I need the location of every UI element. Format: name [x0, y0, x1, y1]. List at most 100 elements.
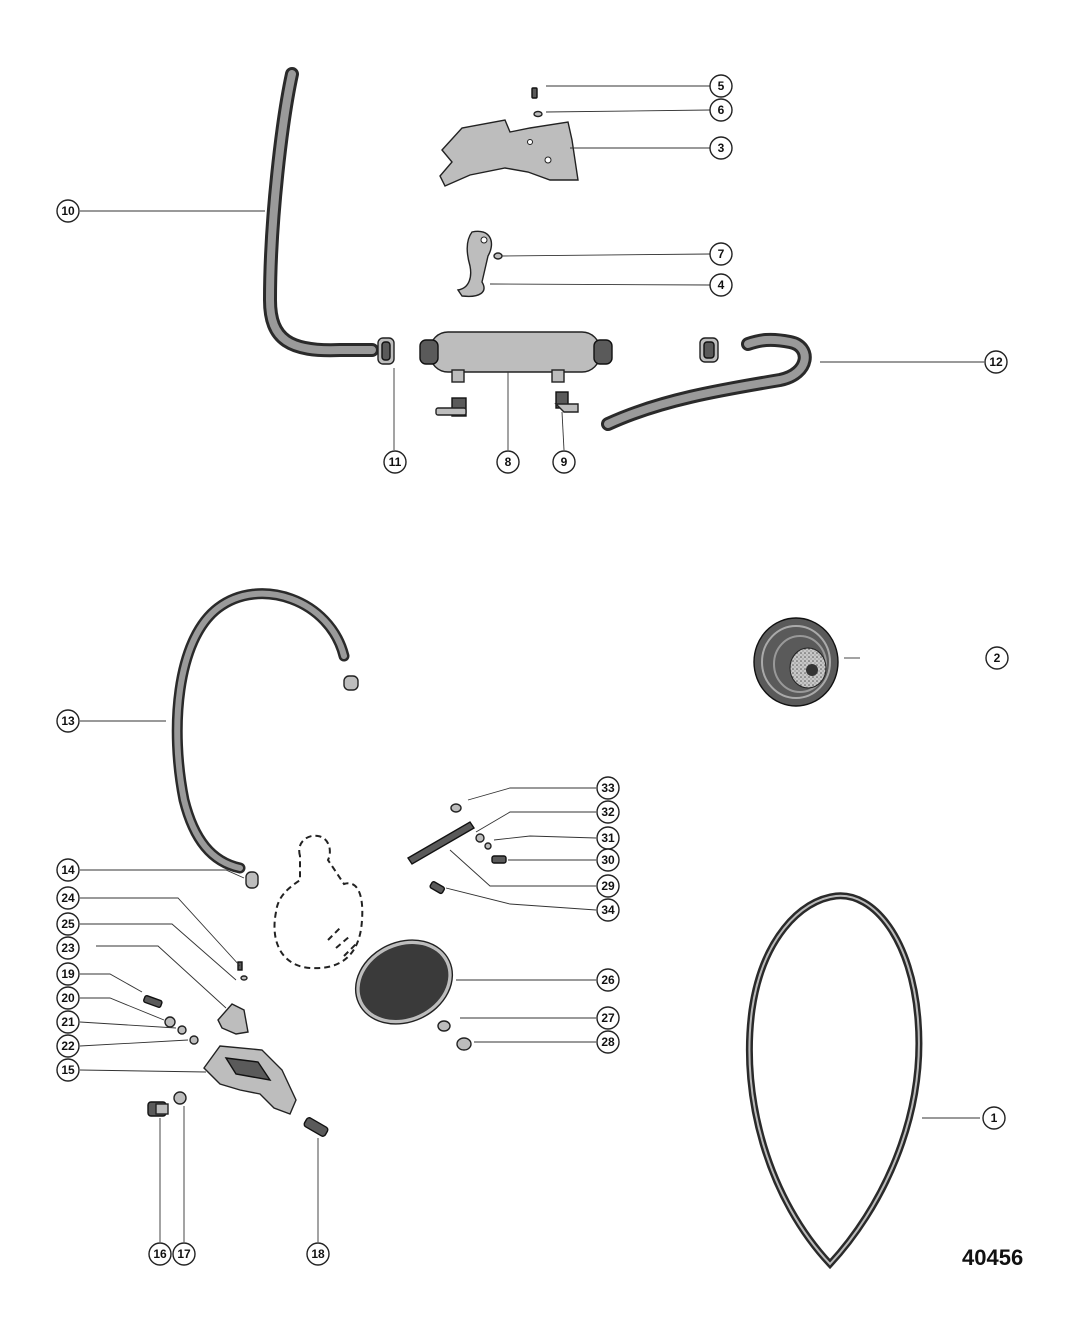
- callout-17: 17: [172, 1242, 196, 1266]
- svg-text:1: 1: [991, 1111, 998, 1125]
- svg-text:9: 9: [561, 455, 568, 469]
- svg-text:29: 29: [601, 879, 615, 893]
- mounting-bracket-part-15: [203, 1045, 297, 1115]
- callout-24: 24: [56, 886, 80, 910]
- pulley-disc-part-26: [354, 939, 454, 1025]
- svg-text:3: 3: [718, 141, 725, 155]
- callout-7: 7: [709, 242, 733, 266]
- callout-26: 26: [596, 968, 620, 992]
- svg-text:7: 7: [718, 247, 725, 261]
- hose-clamp-part-11: [377, 337, 395, 365]
- clamp-bracket-part-4: [456, 230, 493, 298]
- callout-31: 31: [596, 826, 620, 850]
- svg-text:32: 32: [601, 805, 615, 819]
- nut-part-28: [456, 1037, 472, 1051]
- svg-text:34: 34: [601, 903, 615, 917]
- nut-part-32: [475, 833, 485, 843]
- svg-text:4: 4: [718, 278, 725, 292]
- bracket-plate-part-3: [439, 119, 579, 187]
- elbow-fitting-part-9: [554, 391, 579, 413]
- svg-text:15: 15: [61, 1063, 75, 1077]
- hose-part-12: [601, 332, 812, 431]
- callout-32: 32: [596, 800, 620, 824]
- callout-3: 3: [709, 136, 733, 160]
- nut-part-7: [493, 252, 503, 260]
- callout-2: 2: [985, 646, 1009, 670]
- callout-25: 25: [56, 912, 80, 936]
- callout-13: 13: [56, 709, 80, 733]
- callout-33: 33: [596, 776, 620, 800]
- callout-5: 5: [709, 74, 733, 98]
- bracket-part-23: [217, 1003, 249, 1035]
- svg-text:33: 33: [601, 781, 615, 795]
- svg-text:23: 23: [61, 941, 75, 955]
- bolt-part-19: [143, 994, 163, 1008]
- svg-text:13: 13: [61, 714, 75, 728]
- callout-12: 12: [984, 350, 1008, 374]
- callout-6: 6: [709, 98, 733, 122]
- screw-part-5: [531, 87, 538, 99]
- svg-text:20: 20: [61, 991, 75, 1005]
- callout-34: 34: [596, 898, 620, 922]
- callout-19: 19: [56, 962, 80, 986]
- callout-23: 23: [56, 936, 80, 960]
- svg-text:12: 12: [989, 355, 1003, 369]
- washer-part-20: [164, 1016, 176, 1028]
- svg-text:26: 26: [601, 973, 615, 987]
- drawing-number: 40456: [962, 1245, 1024, 1270]
- cooler-part-8: [419, 331, 613, 383]
- callout-11: 11: [383, 450, 407, 474]
- svg-text:2: 2: [994, 651, 1001, 665]
- drive-belt-part-1: [745, 892, 923, 1270]
- callout-20: 20: [56, 986, 80, 1010]
- washer-part-31: [484, 842, 492, 850]
- bolt-part-18: [303, 1117, 329, 1137]
- svg-text:6: 6: [718, 103, 725, 117]
- callout-14: 14: [56, 858, 80, 882]
- bolt-part-34: [429, 881, 446, 895]
- pulley-part-2: [753, 617, 839, 707]
- nut-part-22: [189, 1035, 199, 1045]
- svg-text:27: 27: [601, 1011, 615, 1025]
- svg-text:22: 22: [61, 1039, 75, 1053]
- callout-1: 1: [982, 1106, 1006, 1130]
- callout-15: 15: [56, 1058, 80, 1082]
- washer-part-27: [437, 1020, 451, 1032]
- callout-9: 9: [552, 450, 576, 474]
- leader-lines: [79, 85, 984, 1242]
- svg-text:17: 17: [177, 1247, 191, 1261]
- bolt-part-16: [147, 1101, 169, 1117]
- callout-28: 28: [596, 1030, 620, 1054]
- svg-text:11: 11: [389, 455, 402, 469]
- svg-text:28: 28: [601, 1035, 615, 1049]
- svg-text:25: 25: [61, 917, 75, 931]
- callout-29: 29: [596, 874, 620, 898]
- callout-18: 18: [306, 1242, 330, 1266]
- svg-text:21: 21: [61, 1015, 75, 1029]
- svg-text:10: 10: [61, 204, 75, 218]
- washer-part-21: [177, 1025, 187, 1035]
- callout-21: 21: [56, 1010, 80, 1034]
- callout-8: 8: [496, 450, 520, 474]
- svg-text:19: 19: [61, 967, 75, 981]
- washer-part-17: [173, 1091, 187, 1105]
- svg-text:30: 30: [601, 853, 615, 867]
- adjusting-strap-part-29: [407, 821, 475, 865]
- svg-text:5: 5: [718, 79, 725, 93]
- svg-text:18: 18: [311, 1247, 325, 1261]
- svg-text:8: 8: [505, 455, 512, 469]
- callout-30: 30: [596, 848, 620, 872]
- water-pump-outline: [273, 834, 364, 970]
- callout-4: 4: [709, 273, 733, 297]
- svg-text:14: 14: [61, 863, 75, 877]
- callout-10: 10: [56, 199, 80, 223]
- hose-part-13: [171, 588, 350, 874]
- fitting-bolt: [435, 397, 467, 417]
- washer-part-25: [240, 975, 248, 981]
- bolt-part-30: [491, 855, 507, 864]
- callout-27: 27: [596, 1006, 620, 1030]
- callout-16: 16: [148, 1242, 172, 1266]
- svg-text:31: 31: [601, 831, 615, 845]
- svg-text:24: 24: [61, 891, 75, 905]
